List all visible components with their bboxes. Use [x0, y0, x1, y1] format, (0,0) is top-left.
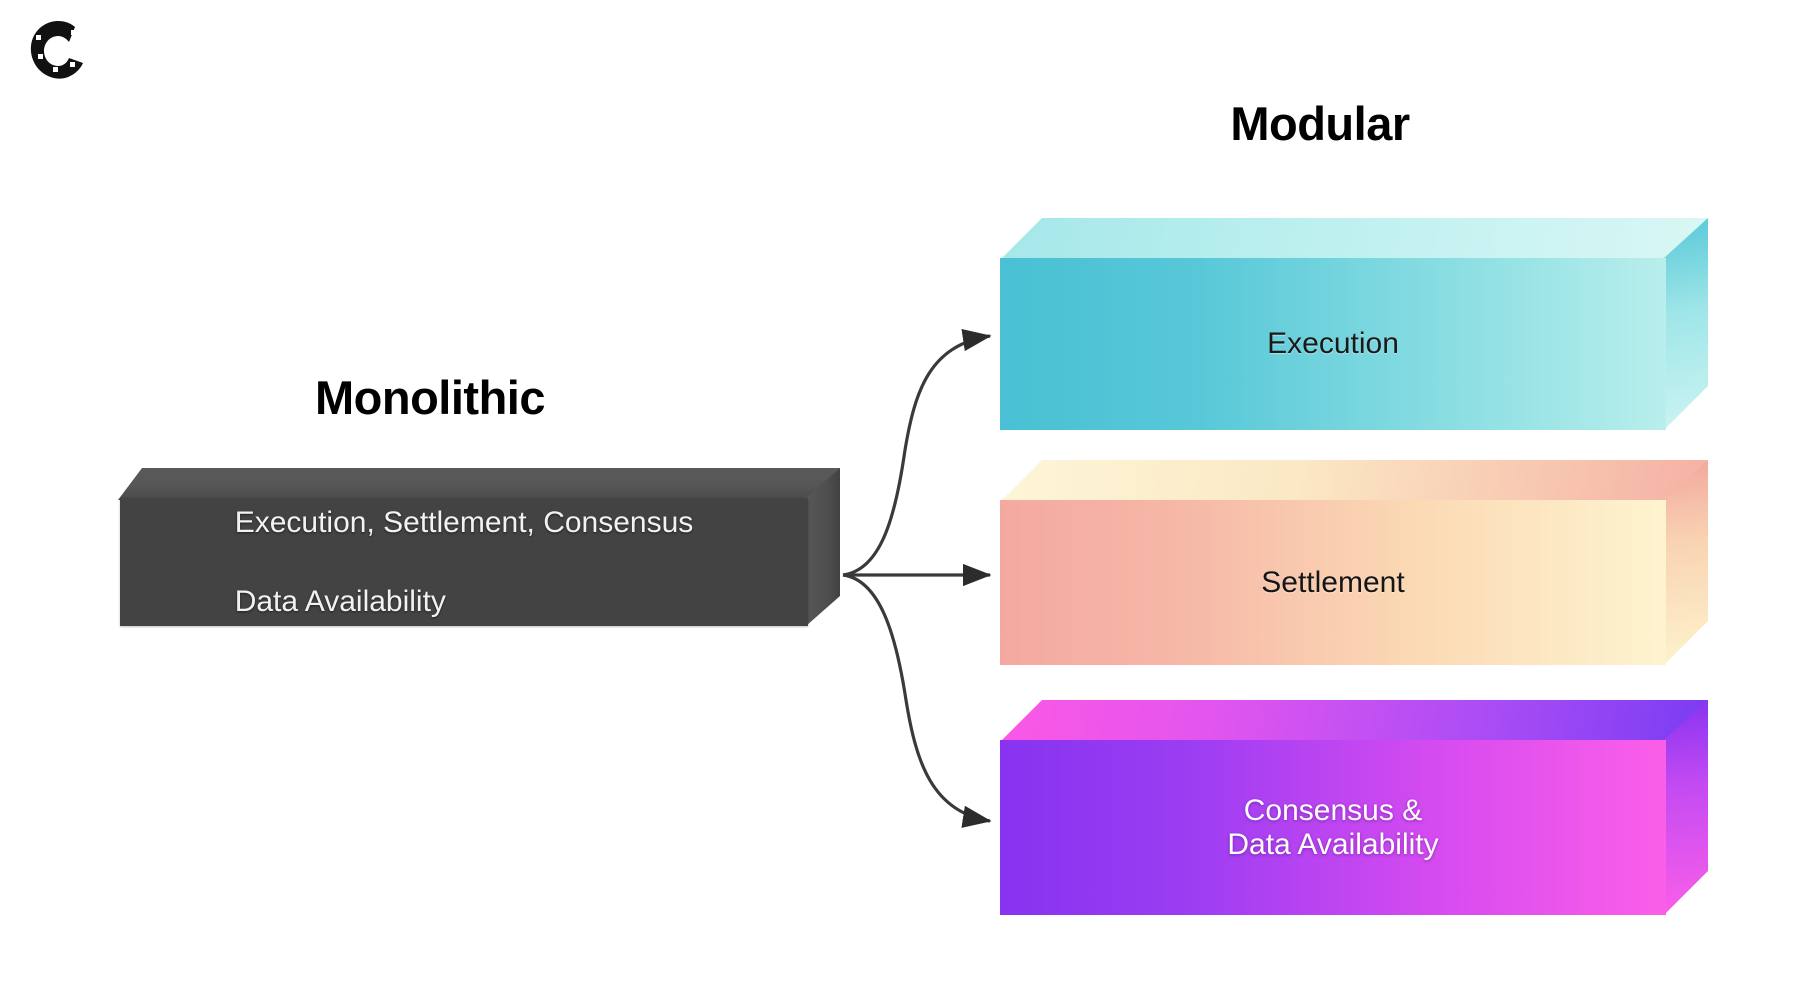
consensus-da-layer-box[interactable]: Consensus & Data Availability [1000, 700, 1708, 915]
monolithic-label-line-2: Data Availability [234, 584, 446, 618]
execution-box-top-face [1000, 218, 1708, 260]
settlement-box-front-face [1000, 500, 1666, 665]
monolithic-box-front-face [120, 498, 808, 626]
monolithic-box-side-face [806, 468, 840, 626]
settlement-box-label: Settlement [1261, 565, 1405, 599]
execution-box-label: Execution [1267, 327, 1399, 360]
monolithic-stack-box[interactable]: Execution, Settlement, Consensus Data Av… [118, 468, 858, 628]
monolithic-box-top-face [118, 468, 840, 500]
modular-heading: Modular [1230, 97, 1410, 150]
execution-layer-box[interactable]: Execution [1000, 218, 1708, 430]
monolithic-box-label: Execution, Settlement, Consensus Data Av… [120, 498, 808, 626]
settlement-layer-box[interactable]: Settlement [1000, 460, 1708, 665]
monolithic-heading: Monolithic [315, 371, 545, 424]
celestia-c-logo-icon [26, 18, 88, 84]
consensus-box-top-face [1000, 700, 1708, 742]
consensus-box-front-face [1000, 740, 1666, 915]
execution-box-front-face [1000, 258, 1666, 430]
arrow-to-consensus [842, 573, 992, 828]
arrow-to-execution [842, 328, 992, 577]
consensus-label-line-1: Consensus & [1243, 793, 1423, 827]
consensus-label-line-2: Data Availability [1227, 827, 1439, 861]
monolithic-label-line-1: Execution, Settlement, Consensus [234, 505, 694, 539]
consensus-box-label: Consensus & Data Availability [1000, 740, 1666, 915]
settlement-box-top-face [1000, 460, 1708, 502]
